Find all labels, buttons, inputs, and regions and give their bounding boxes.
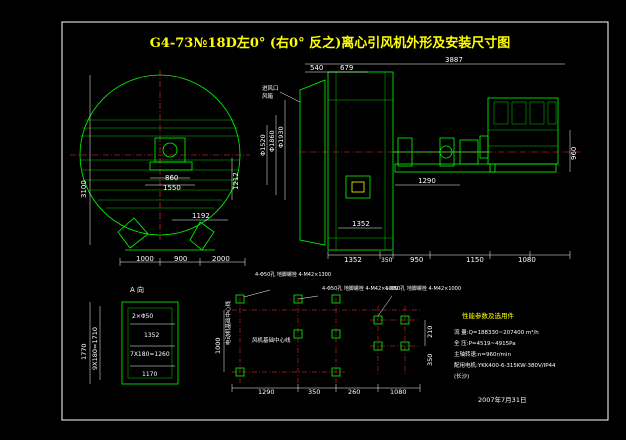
params-line-0: 流 量:Q=188330~207400 m³/h	[454, 328, 539, 336]
params-heading: 性能参数及选用件	[462, 311, 515, 320]
inlet-label: 进风口	[262, 84, 279, 92]
shaft-hub	[162, 142, 178, 158]
bearing-base	[149, 161, 193, 171]
inlet-note: 风箱	[262, 92, 274, 100]
dim-1192: 1192	[192, 212, 210, 220]
motor-body	[487, 97, 559, 165]
dim-679: 679	[340, 64, 353, 72]
dim-b3: 1150	[466, 256, 484, 264]
plan-outline	[121, 301, 179, 385]
motor-fins	[488, 101, 558, 147]
callout-0: 4-Φ50孔 地脚螺栓 4-M42×1300	[255, 271, 331, 278]
plan-inner	[127, 307, 173, 379]
motor-flange	[479, 135, 489, 159]
motor-base	[489, 163, 557, 173]
plan-dim-1: 9X180=1710	[91, 327, 99, 370]
foundation-plan	[232, 294, 420, 384]
fdim-b0: 1290	[258, 388, 275, 396]
callout-1: 4-Φ50孔 地脚螺栓 4-M42×1000	[322, 285, 398, 292]
right-foot	[189, 221, 215, 251]
dim-phi1860: Φ1860	[268, 130, 276, 152]
plan-view-dims	[89, 302, 175, 384]
fdim-b2: 260	[348, 388, 360, 396]
anchor-pads	[235, 294, 410, 377]
callout-2: 4-Φ50孔 地脚螺栓 4-M42×1000	[385, 285, 461, 292]
dim-b2: 950	[410, 256, 423, 264]
plan-dim-0: 1770	[80, 343, 88, 360]
dim-1352-mid: 1352	[352, 220, 370, 228]
inlet-flange	[345, 175, 371, 199]
inlet-mark	[351, 181, 365, 193]
dim-1212: 1212	[232, 172, 240, 190]
dim-bottom-1: 900	[174, 255, 187, 263]
bearing-block	[154, 137, 186, 163]
fdim-l0: 1000	[214, 337, 222, 354]
dim-b0: 1352	[344, 256, 362, 264]
shaft-base	[394, 163, 496, 173]
plan-title: A 向	[130, 285, 144, 294]
foundation-mid-label: 风机基础中心线	[252, 336, 291, 344]
drawing-title: G4-73№18D左0° (右0° 反之)离心引风机外形及安装尺寸图	[150, 35, 511, 51]
front-view	[70, 70, 250, 251]
plan-label-2: 7X180=1260	[130, 351, 170, 358]
dim-3887: 3887	[445, 56, 463, 64]
side-view-dims	[266, 63, 571, 259]
params-line-1: 全 压:P=4519~4915Pa	[454, 339, 516, 347]
params-line-3: 配用电机:YKK400-6-315KW-380V/IP44	[454, 361, 556, 369]
foundation-side-label: 电动机基础中心线	[224, 300, 232, 345]
fdim-r0: 210	[426, 326, 434, 338]
inlet-box-ribs	[328, 72, 393, 250]
inlet-leader	[279, 91, 301, 103]
fdim-r1: 350	[426, 354, 434, 366]
dim-1290: 1290	[418, 177, 436, 185]
dim-bottom-0: 1000	[136, 255, 154, 263]
dim-b4: 1080	[518, 256, 536, 264]
plan-label-0: 2×Φ50	[132, 313, 153, 320]
dim-bottom-2: 2000	[212, 255, 230, 263]
drawing-date: 2007年7月31日	[478, 395, 526, 404]
side-view	[299, 71, 559, 251]
fdim-b1: 350	[308, 388, 320, 396]
dim-540: 540	[310, 64, 323, 72]
dim-b1: 350	[381, 257, 393, 264]
front-view-dims	[89, 75, 246, 266]
plan-view	[121, 301, 179, 385]
dim-3100: 3100	[80, 180, 88, 198]
left-foot	[117, 217, 149, 249]
plan-label-3: 1170	[142, 371, 157, 378]
dim-phi1520: Φ1520	[259, 134, 267, 156]
dim-phi1930: Φ1930	[277, 126, 285, 148]
dim-1550: 1550	[163, 184, 181, 192]
drawing-border	[61, 21, 609, 421]
params-line-4: (长沙)	[454, 372, 469, 380]
foundation-dims	[223, 289, 426, 392]
params-line-2: 主轴转速:n=960r/min	[454, 350, 511, 358]
foundation-center-lines	[232, 298, 420, 384]
fdim-b3: 1080	[390, 388, 407, 396]
dim-960: 960	[570, 147, 578, 160]
housing-side	[299, 79, 326, 246]
plan-label-1: 1352	[144, 332, 159, 339]
dim-860: 860	[165, 174, 178, 182]
